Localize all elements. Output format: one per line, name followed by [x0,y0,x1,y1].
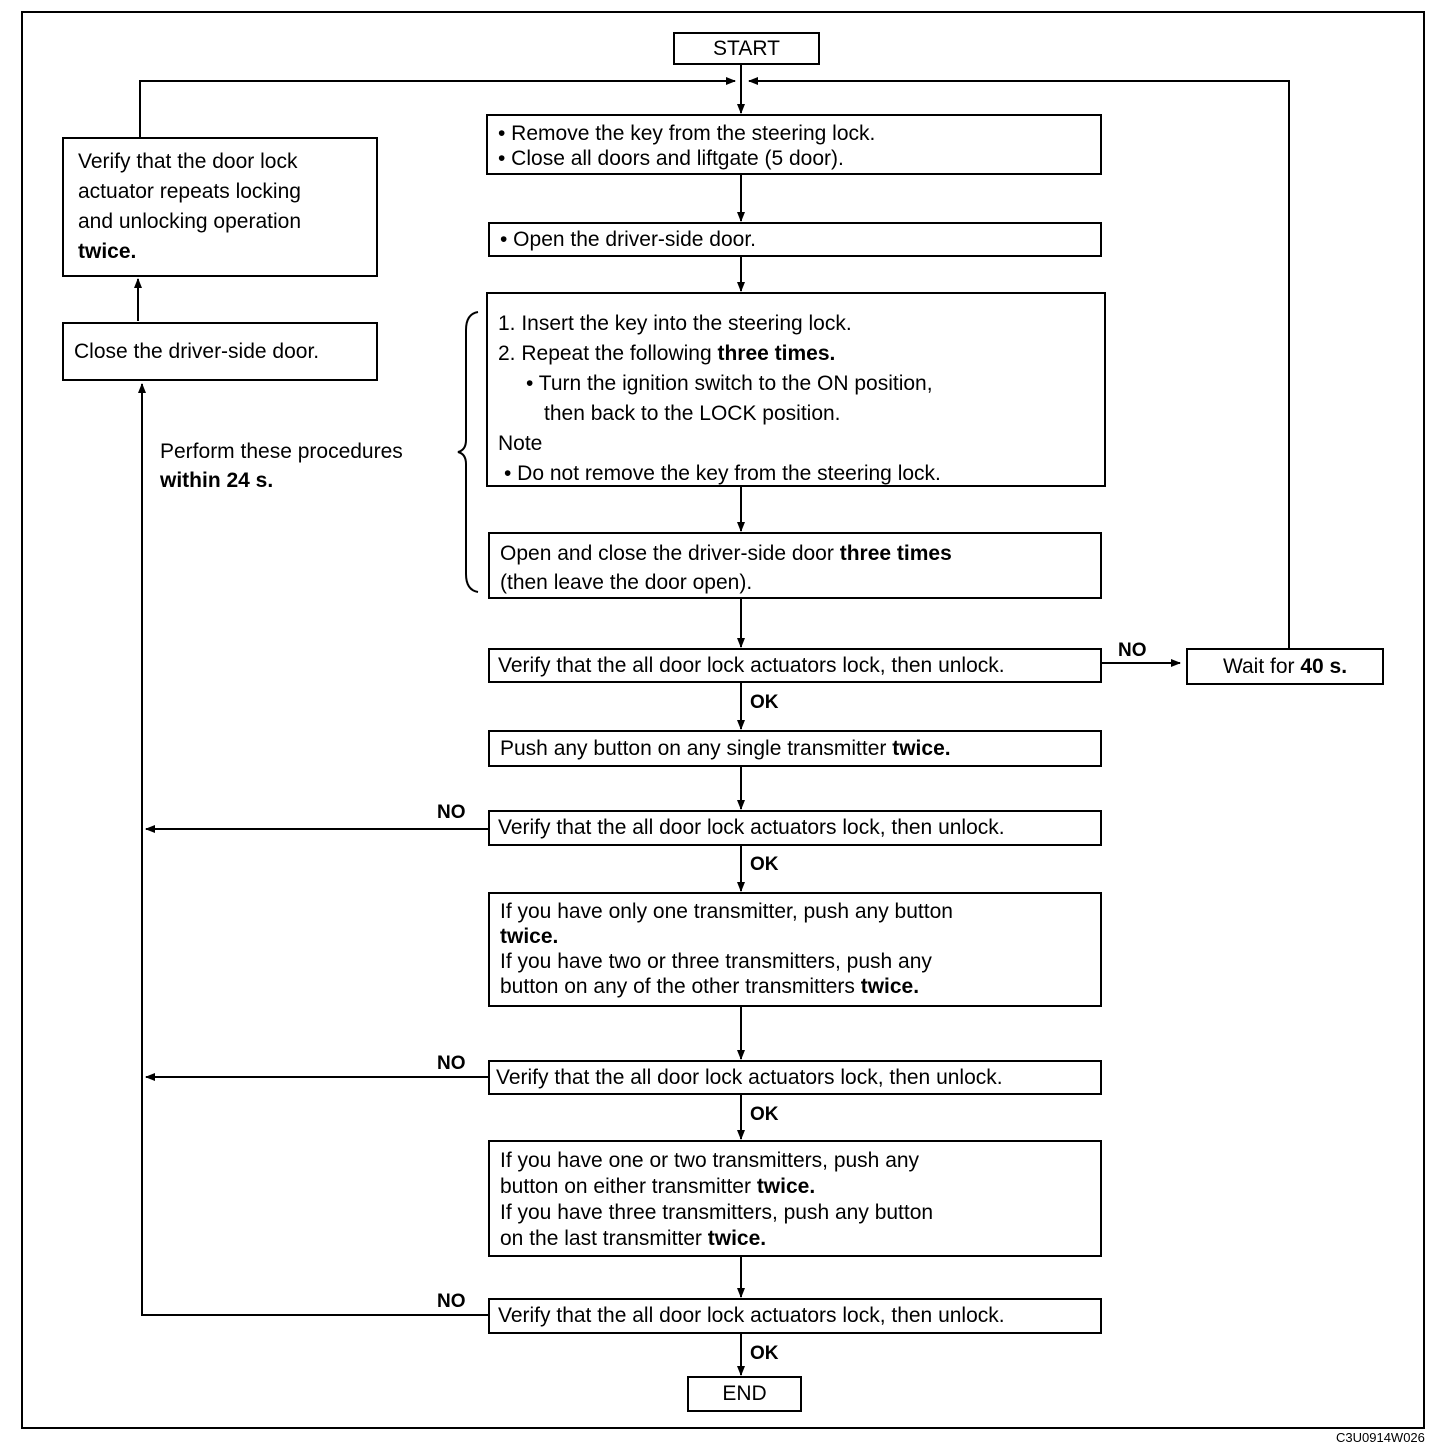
decision-text: Verify that the all door lock actuators … [498,816,1005,839]
emphasis: three times. [717,342,836,365]
step-text: button on any of the other transmitters … [500,974,1090,999]
step-text: Verify that the door lock [78,150,298,173]
step-insert-key: 1. Insert the key into the steering lock… [486,292,1106,487]
step-text: If you have two or three transmitters, p… [500,950,932,973]
step-text: and unlocking operation [78,210,302,233]
decision-verify-3: Verify that the all door lock actuators … [488,1060,1102,1095]
step-text: actuator repeats locking [78,180,301,203]
step-text: • Close all doors and liftgate (5 door). [498,147,844,170]
decision-verify-4: Verify that the all door lock actuators … [488,1298,1102,1334]
arrow-wait-loop [748,77,1290,648]
outer-frame [21,11,1425,1429]
step-text: • Open the driver-side door. [500,228,756,251]
label-no-1: NO [1118,640,1147,661]
brace [457,311,479,593]
step-text: on the last transmitter twice. [500,1226,1090,1252]
step-text: Push any button on any single transmitte… [500,737,893,760]
emphasis: twice. [756,1175,816,1198]
arrow-verify4-no [138,383,488,1316]
step-text: (then leave the door open). [500,571,753,594]
label-no-3: NO [437,1053,466,1074]
step-remove-key: • Remove the key from the steering lock.… [486,114,1102,175]
label-ok-4: OK [750,1343,779,1364]
decision-text: Verify that the all door lock actuators … [496,1066,1003,1089]
note-emphasis: within 24 s. [160,469,274,492]
step-close-door: Close the driver-side door. [62,322,378,381]
step-wait: Wait for 40 s. [1186,648,1384,685]
label-no-4: NO [437,1291,466,1312]
step-text: • Do not remove the key from the steerin… [504,462,941,485]
step-text: • Remove the key from the steering lock. [498,122,876,145]
step-text: If you have one or two transmitters, pus… [500,1149,920,1172]
step-last-transmitter: If you have one or two transmitters, pus… [488,1140,1102,1257]
emphasis: three times [839,542,952,565]
start-terminal: START [673,32,820,65]
step-verify-repeat: Verify that the door lock actuator repea… [62,137,378,277]
label-ok-1: OK [750,692,779,713]
step-text: 2. Repeat the following three times. [498,339,1094,369]
step-text: If you have only one transmitter, push a… [500,900,953,923]
step-text: 1. Insert the key into the steering lock… [498,312,852,335]
figure-code: C3U0914W026 [1336,1430,1425,1445]
emphasis: 40 s. [1300,655,1348,678]
step-text: Close the driver-side door. [74,340,320,363]
step-push-button: Push any button on any single transmitte… [488,730,1102,767]
step-open-door: • Open the driver-side door. [488,222,1102,257]
step-text: Wait for [1222,655,1301,678]
end-terminal: END [687,1376,802,1412]
step-text: on the last transmitter [500,1227,708,1250]
decision-verify-2: Verify that the all door lock actuators … [488,810,1102,846]
emphasis: twice. [500,925,559,948]
arrow-repeat-loop [139,77,736,137]
step-other-transmitters: If you have only one transmitter, push a… [488,892,1102,1007]
note-text: Perform these procedures [160,440,403,463]
emphasis: twice. [707,1227,767,1250]
note-label: Note [498,432,543,455]
emphasis: twice. [892,737,951,760]
emphasis: twice. [78,240,137,263]
step-text: 2. Repeat the following [498,342,718,365]
decision-verify-1: Verify that the all door lock actuators … [488,648,1102,683]
decision-text: Verify that the all door lock actuators … [498,1304,1005,1327]
step-text: button on any of the other transmitters [500,975,861,998]
step-text: Open and close the driver-side door thre… [500,539,1090,568]
label-no-2: NO [437,802,466,823]
label-ok-2: OK [750,854,779,875]
perform-within-note: Perform these procedures within 24 s. [160,437,403,495]
label-ok-3: OK [750,1104,779,1125]
step-text: • Turn the ignition switch to the ON pos… [526,372,933,395]
step-text: then back to the LOCK position. [544,402,841,425]
decision-text: Verify that the all door lock actuators … [498,654,1005,677]
step-text: button on either transmitter [500,1175,757,1198]
step-text: Open and close the driver-side door [500,542,840,565]
emphasis: twice. [860,975,920,998]
step-text: If you have three transmitters, push any… [500,1201,934,1224]
step-open-close-door: Open and close the driver-side door thre… [488,532,1102,599]
step-text: button on either transmitter twice. [500,1174,1090,1200]
